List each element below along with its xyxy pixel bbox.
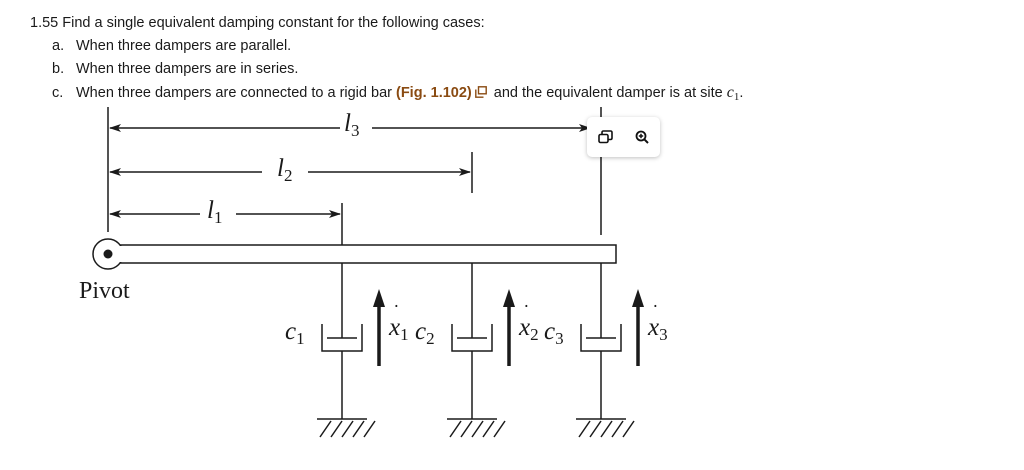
damper-2	[447, 263, 515, 438]
item-a: a. When three dampers are parallel.	[30, 35, 743, 58]
period: .	[739, 85, 744, 101]
velocity-sub: 1	[400, 325, 409, 344]
ground-hatch	[622, 420, 635, 438]
velocity-letter: x	[648, 314, 660, 341]
open-figure-icon[interactable]	[474, 86, 487, 98]
length-sub: 3	[350, 121, 360, 140]
zoom-in-icon[interactable]	[634, 129, 650, 145]
ground-hatch	[589, 420, 602, 438]
copy-icon[interactable]	[597, 129, 613, 145]
length-symbol: l	[344, 110, 351, 137]
item-b: b. When three dampers are in series.	[30, 58, 743, 81]
length-symbol: l	[207, 197, 214, 224]
length-label-l1: l1	[207, 197, 222, 228]
damper-1	[317, 263, 385, 438]
damper-sub: 2	[426, 329, 435, 348]
velocity-label-x1: x˙1	[389, 301, 409, 345]
damper-label-c2: c2	[415, 318, 435, 349]
pivot-label: Pivot	[79, 278, 130, 304]
damper-sub: 1	[296, 329, 305, 348]
damper-symbol: c	[285, 318, 297, 345]
ground-hatch	[482, 420, 495, 438]
pivot-pin	[103, 249, 113, 259]
ground-hatch	[352, 420, 365, 438]
velocity-arrow-head	[503, 289, 515, 307]
length-label-l3: l3	[344, 110, 359, 141]
ground-hatch	[319, 420, 332, 438]
damper-symbol: c	[544, 318, 556, 345]
dot-accent: ˙	[523, 301, 530, 323]
ground-hatch	[460, 420, 473, 438]
damper-3	[576, 263, 644, 438]
problem-number: 1.55	[30, 15, 59, 31]
length-label-l2: l2	[277, 155, 292, 186]
damper-sub: 3	[555, 329, 564, 348]
velocity-symbol: x˙	[389, 301, 401, 341]
length-symbol: l	[277, 155, 284, 182]
figure-reference-link[interactable]: (Fig. 1.102)	[396, 85, 472, 101]
ground-hatch	[578, 420, 591, 438]
velocity-arrow-head	[373, 289, 385, 307]
length-sub: 2	[283, 166, 293, 185]
item-c: c. When three dampers are connected to a …	[30, 81, 743, 109]
ground-hatch	[493, 420, 506, 438]
length-sub: 1	[213, 208, 223, 227]
velocity-letter: x	[519, 314, 531, 341]
item-label: a.	[52, 38, 65, 54]
site-symbol-letter: c	[726, 84, 734, 101]
ground-hatch	[363, 420, 376, 438]
velocity-arrow-head	[632, 289, 644, 307]
image-toolbar	[587, 117, 660, 157]
site-symbol: c1	[726, 84, 740, 103]
item-text-after: and the equivalent damper is at site	[493, 85, 723, 101]
ground-hatch	[600, 420, 613, 438]
site-symbol-sub: 1	[733, 91, 740, 103]
dot-accent: ˙	[652, 301, 659, 323]
velocity-symbol: x˙	[519, 301, 531, 341]
velocity-sub: 3	[659, 325, 668, 344]
dot-accent: ˙	[393, 301, 400, 323]
velocity-label-x3: x˙3	[648, 301, 668, 345]
item-text: When three dampers are in series.	[76, 61, 299, 77]
item-label: c.	[52, 85, 64, 101]
prompt-text: Find a single equivalent damping constan…	[62, 15, 485, 31]
problem-text: 1.55 Find a single equivalent damping co…	[30, 12, 743, 109]
ground-hatch	[330, 420, 343, 438]
velocity-label-x2: x˙2	[519, 301, 539, 345]
ground-hatch	[471, 420, 484, 438]
ground-hatch	[449, 420, 462, 438]
problem-prompt: 1.55 Find a single equivalent damping co…	[30, 12, 743, 35]
ground-hatch	[341, 420, 354, 438]
damper-label-c3: c3	[544, 318, 564, 349]
damper-symbol: c	[415, 318, 427, 345]
item-text: When three dampers are parallel.	[76, 38, 292, 54]
ground-hatch	[611, 420, 624, 438]
item-text: When three dampers are connected to a ri…	[76, 85, 392, 101]
velocity-symbol: x˙	[648, 301, 660, 341]
item-label: b.	[52, 61, 65, 77]
rigid-bar	[120, 244, 617, 264]
velocity-letter: x	[389, 314, 401, 341]
damper-label-c1: c1	[285, 318, 305, 349]
velocity-sub: 2	[530, 325, 539, 344]
